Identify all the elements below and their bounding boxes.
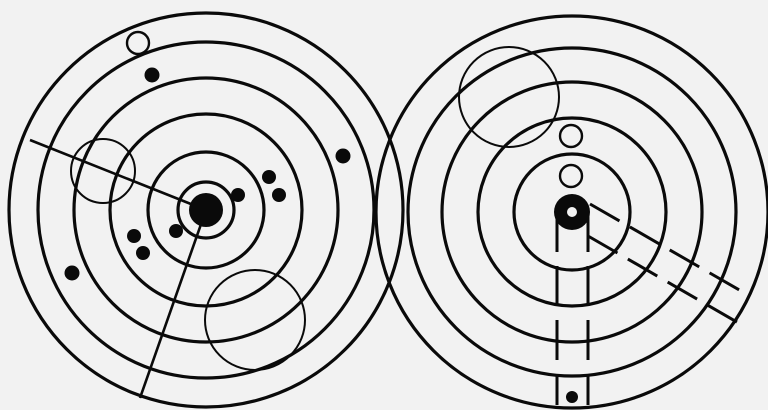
left-dot [231,188,245,202]
left-dot [262,170,276,184]
left-dot [336,149,351,164]
right-dot-bottom [566,391,578,403]
left-dot [65,266,80,281]
left-dot [169,224,183,238]
left-center-dot [189,193,223,227]
right-center-hole [567,207,577,217]
left-dot [136,246,150,260]
left-dot [272,188,286,202]
left-dot [145,68,160,83]
left-dot [127,229,141,243]
